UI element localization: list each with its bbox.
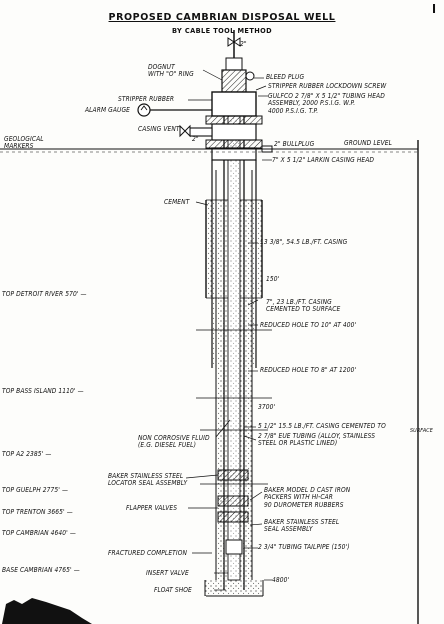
label-flapper: FLAPPER VALVES [126,504,178,512]
diagram-title: PROPOSED CAMBRIAN DISPOSAL WELL [108,12,336,23]
label-surface: SURFACE [410,428,433,434]
formation-top: TOP TRENTON 3665' — [2,508,73,516]
label-top-2in: 2" [240,40,247,48]
label-casing-13: 13 3/8", 54.5 LB./FT. CASING [260,238,348,246]
casing-walls [204,110,264,597]
formation-top: TOP CAMBRIAN 4640' — [2,529,76,537]
label-casing-7: 7", 23 LB./FT. CASING CEMENTED TO SURFAC… [266,298,341,314]
terrain-silhouette [2,598,92,624]
label-stripper-rubber: STRIPPER RUBBER [118,95,175,103]
label-float-shoe: FLOAT SHOE [154,586,192,594]
tubing [227,109,241,581]
label-eue-tubing: 2 7/8" EUE TUBING (ALLOY, STAINLESS STEE… [258,432,376,448]
formation-ticks [196,329,272,485]
formation-top: TOP BASS ISLAND 1110' — [2,387,84,395]
label-insert-valve: INSERT VALVE [146,569,189,577]
label-geo-markers: GEOLOGICAL MARKERS [4,135,44,151]
label-fractured: FRACTURED COMPLETION [108,549,188,557]
label-depth-150: 150' [266,275,280,283]
label-gulfco: GULFCO 2 7/8" X 5 1/2" TUBING HEAD ASSEM… [268,92,385,115]
label-baker-packers: BAKER MODEL D CAST IRON PACKERS WITH HI-… [264,486,351,509]
formation-top: TOP A2 2385' — [2,450,52,458]
label-reduced-8: REDUCED HOLE TO 8" AT 1200' [260,366,357,374]
label-casing-55: 5 1/2" 15.5 LB./FT. CASING CEMENTED TO [258,422,386,430]
label-ground-level: GROUND LEVEL [344,139,392,147]
ground-level-line [0,148,418,153]
label-depth-4800: 4800' [272,576,290,584]
formation-top: TOP GUELPH 2775' — [2,486,69,494]
label-tailpipe: 2 3/4" TUBING TAILPIPE (150') [258,543,350,551]
label-vent-2in: 2" [192,135,199,143]
leader-lines [185,69,272,591]
label-stripper-screw: STRIPPER RUBBER LOCKDOWN SCREW [268,82,387,90]
formation-top: BASE CAMBRIAN 4765' — [2,566,80,574]
label-casing-vent: CASING VENT [138,125,180,133]
label-bleed-plug: BLEED PLUG [266,73,305,81]
label-baker-seal: BAKER STAINLESS STEEL SEAL ASSEMBLY [264,518,340,534]
label-cement: CEMENT [164,198,190,206]
label-bullplug: 2" BULLPLUG [274,140,315,148]
label-alarm-gauge: ALARM GAUGE [85,106,130,114]
page-mark: I [432,2,437,16]
label-larkin: 7" X 5 1/2" LARKIN CASING HEAD [272,156,375,164]
label-baker-locator: BAKER STAINLESS STEEL LOCATOR SEAL ASSEM… [108,472,188,488]
formation-top: TOP DETROIT RIVER 570' — [2,290,87,298]
label-depth-3700: 3700' [258,403,276,411]
label-fluid: NON CORROSIVE FLUID (E.G. DIESEL FUEL) [138,434,210,450]
label-dognut: DOGNUT WITH "O" RING [148,63,194,79]
label-reduced-10: REDUCED HOLE TO 10" AT 400' [260,321,357,329]
wellhead [137,30,273,161]
diagram-subtitle: BY CABLE TOOL METHOD [171,27,273,35]
